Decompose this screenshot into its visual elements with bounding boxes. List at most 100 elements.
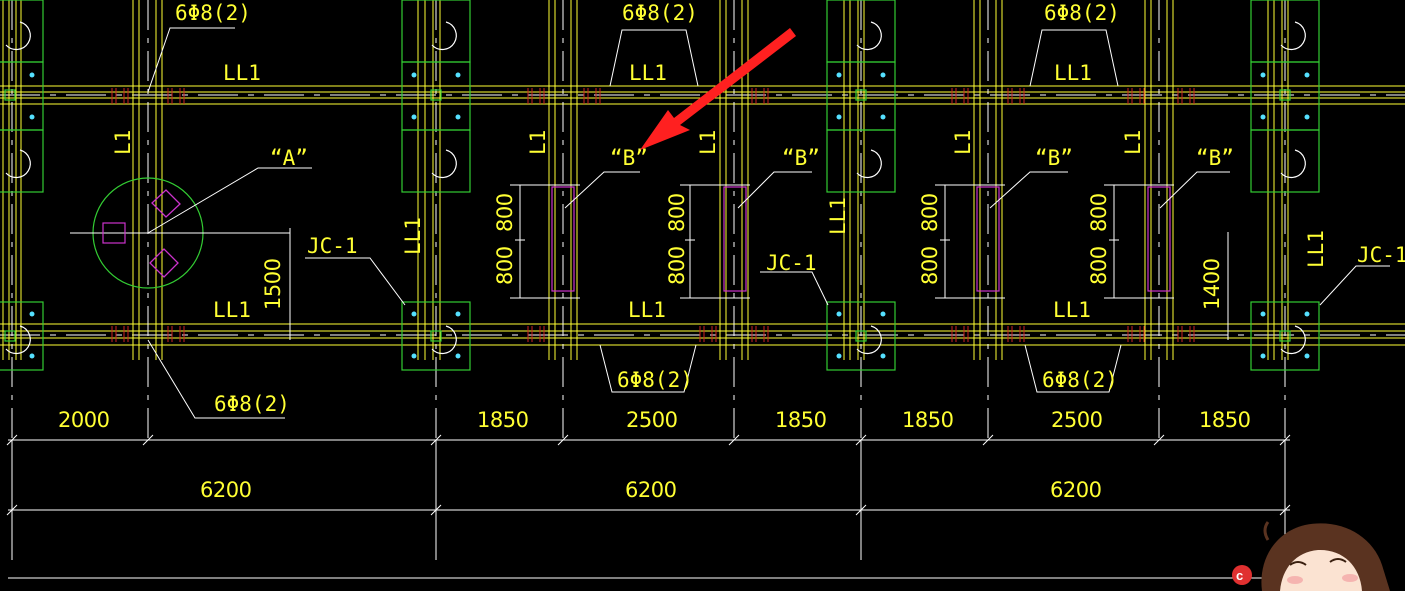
beam-label-ll1: LL1 bbox=[826, 197, 850, 235]
beam-label-l1: L1 bbox=[696, 130, 720, 155]
anchor-dot bbox=[880, 114, 886, 120]
pile-circle bbox=[431, 325, 457, 355]
opening-slot bbox=[976, 186, 1000, 292]
leader-line bbox=[609, 29, 699, 87]
section-mark-b: “B” bbox=[1035, 146, 1073, 170]
pile-circle bbox=[431, 21, 457, 51]
anchor-dot bbox=[1304, 72, 1310, 78]
dimension-tick bbox=[557, 434, 569, 446]
rebar-label: 6Φ8(2) bbox=[1042, 368, 1118, 392]
column-marker bbox=[430, 89, 442, 101]
dimension-value: 1500 bbox=[261, 259, 285, 310]
dimension-value: 6200 bbox=[200, 478, 251, 502]
beam-label-ll1: LL1 bbox=[401, 217, 425, 255]
anchor-dot bbox=[836, 114, 842, 120]
section-mark-b: “B” bbox=[1196, 146, 1234, 170]
anchor-dot bbox=[455, 353, 461, 359]
dimension-tick bbox=[982, 434, 994, 446]
anchor-dot bbox=[1304, 311, 1310, 317]
dimension-value: 800 bbox=[1087, 246, 1111, 285]
anchor-dot bbox=[836, 311, 842, 317]
column-marker bbox=[855, 89, 867, 101]
footing-label-jc1: JC-1 bbox=[766, 251, 817, 275]
pile-circle bbox=[1280, 21, 1306, 51]
opening-marker bbox=[102, 222, 126, 244]
anchor-dot bbox=[1260, 114, 1266, 120]
opening-marker bbox=[149, 248, 179, 278]
dimension-value: 6200 bbox=[625, 478, 676, 502]
rebar-label: 6Φ8(2) bbox=[175, 1, 251, 25]
anchor-dot bbox=[1260, 311, 1266, 317]
anchor-dot bbox=[1260, 353, 1266, 359]
anchor-dot bbox=[880, 311, 886, 317]
column-marker bbox=[1279, 330, 1291, 342]
dimension-value: 1850 bbox=[477, 408, 528, 432]
rebar-label: 6Φ8(2) bbox=[617, 368, 693, 392]
anchor-dot bbox=[880, 72, 886, 78]
dimension-value: 800 bbox=[493, 193, 517, 232]
footing-outline bbox=[1250, 129, 1320, 193]
dimension-value: 1850 bbox=[775, 408, 826, 432]
pile-circle bbox=[1280, 149, 1306, 179]
anchor-dot bbox=[411, 311, 417, 317]
pile-circle bbox=[5, 325, 31, 355]
anchor-dot bbox=[411, 114, 417, 120]
dimension-value: 800 bbox=[493, 246, 517, 285]
beam-label-ll1: LL1 bbox=[213, 298, 251, 322]
rebar-label: 6Φ8(2) bbox=[214, 392, 290, 416]
leader-line bbox=[564, 171, 640, 209]
dimension-value: 800 bbox=[1087, 193, 1111, 232]
anchor-dot bbox=[411, 353, 417, 359]
footing-outline bbox=[826, 301, 896, 371]
opening-marker bbox=[151, 189, 181, 218]
beam-label-ll1: LL1 bbox=[1054, 61, 1092, 85]
dimension-value: 1850 bbox=[1199, 408, 1250, 432]
pile-circle bbox=[856, 21, 882, 51]
beam-label-l1: L1 bbox=[526, 130, 550, 155]
leader-line bbox=[305, 257, 406, 306]
rebar-label: 6Φ8(2) bbox=[622, 1, 698, 25]
opening-slot bbox=[551, 186, 575, 292]
drawing-labels: 6Φ8(2) 6Φ8(2) 6Φ8(2) 6Φ8(2) 6Φ8(2) 6Φ8(2… bbox=[58, 1, 1405, 502]
beam-label-ll1: LL1 bbox=[628, 298, 666, 322]
dimension-value: 6200 bbox=[1050, 478, 1101, 502]
section-mark-b: “B” bbox=[782, 146, 820, 170]
beam-label-ll1: LL1 bbox=[1304, 230, 1328, 268]
dimension-value: 800 bbox=[918, 193, 942, 232]
dimension-tick bbox=[142, 434, 154, 446]
dimension-tick bbox=[6, 504, 18, 516]
svg-text:c: c bbox=[1236, 568, 1243, 583]
section-mark-b: “B” bbox=[610, 146, 648, 170]
pile-circle bbox=[1280, 325, 1306, 355]
leader-line bbox=[1029, 29, 1119, 87]
leader-line bbox=[989, 171, 1068, 209]
dimension-value: 800 bbox=[918, 246, 942, 285]
leader-line bbox=[1159, 171, 1230, 209]
dimension-value: 800 bbox=[665, 246, 689, 285]
column-marker bbox=[4, 330, 16, 342]
dimension-value: 2000 bbox=[58, 408, 109, 432]
leader-line bbox=[147, 167, 312, 234]
cartoon-avatar-icon: c bbox=[1232, 521, 1390, 591]
beam-label-l1: L1 bbox=[951, 130, 975, 155]
anchor-dot bbox=[29, 311, 35, 317]
pile-circle bbox=[5, 21, 31, 51]
pile-circle bbox=[5, 149, 31, 179]
column-marker bbox=[4, 89, 16, 101]
anchor-dot bbox=[1304, 114, 1310, 120]
leader-line bbox=[1024, 344, 1122, 393]
anchor-dot bbox=[29, 72, 35, 78]
anchor-dot bbox=[455, 72, 461, 78]
opening-slot bbox=[1147, 186, 1171, 292]
leader-line bbox=[760, 271, 829, 306]
dimension-tick bbox=[728, 434, 740, 446]
opening-slot bbox=[723, 186, 747, 292]
leader-line bbox=[737, 171, 812, 209]
anchor-dot bbox=[29, 114, 35, 120]
footing-outline bbox=[401, 301, 471, 371]
anchor-dot bbox=[1304, 353, 1310, 359]
leader-line bbox=[147, 27, 235, 93]
dimension-tick bbox=[855, 504, 867, 516]
footing-label-jc1: JC-1 bbox=[307, 234, 358, 258]
dimension-tick bbox=[1279, 504, 1291, 516]
